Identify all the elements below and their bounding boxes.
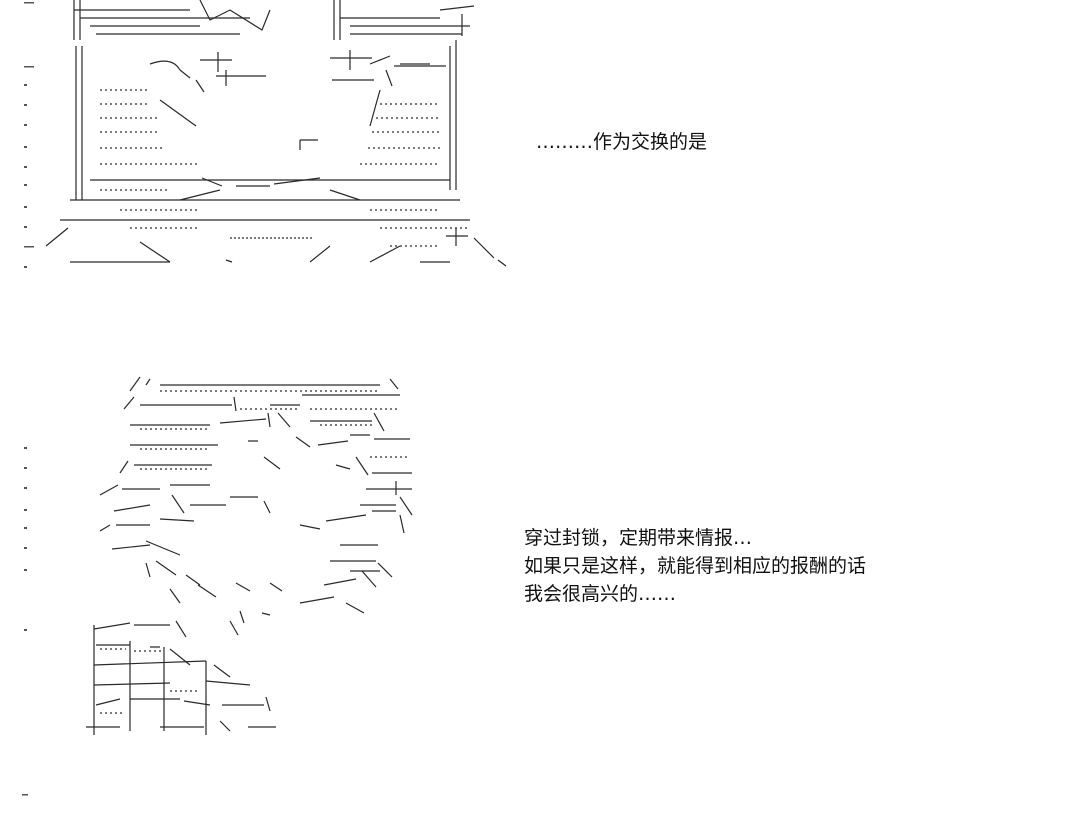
ascii-art-panel-2: [24, 376, 413, 735]
ascii-art-panel-1: [24, 0, 507, 268]
panel-2-caption-line-1: 穿过封锁，定期带来情报…: [524, 527, 753, 549]
panel-2-caption-line-2: 如果只是这样，就能得到相应的报酬的话: [524, 555, 867, 577]
margin-dots: [24, 447, 27, 631]
figure-outline: [86, 376, 413, 735]
panel-1-caption-line: ………作为交换的是: [536, 131, 708, 153]
panel-2-caption: 穿过封锁，定期带来情报… 如果只是这样，就能得到相应的报酬的话 我会很高兴的……: [524, 524, 866, 608]
panel-2-caption-line-3: 我会很高兴的……: [524, 583, 677, 605]
margin-dots-bottom: [22, 794, 28, 796]
panel-1-caption: ………作为交换的是: [536, 128, 707, 156]
margin-dots: [24, 2, 34, 268]
figure-texture: [100, 390, 410, 714]
figure-texture: [100, 89, 470, 247]
figure-outline: [45, 0, 507, 267]
